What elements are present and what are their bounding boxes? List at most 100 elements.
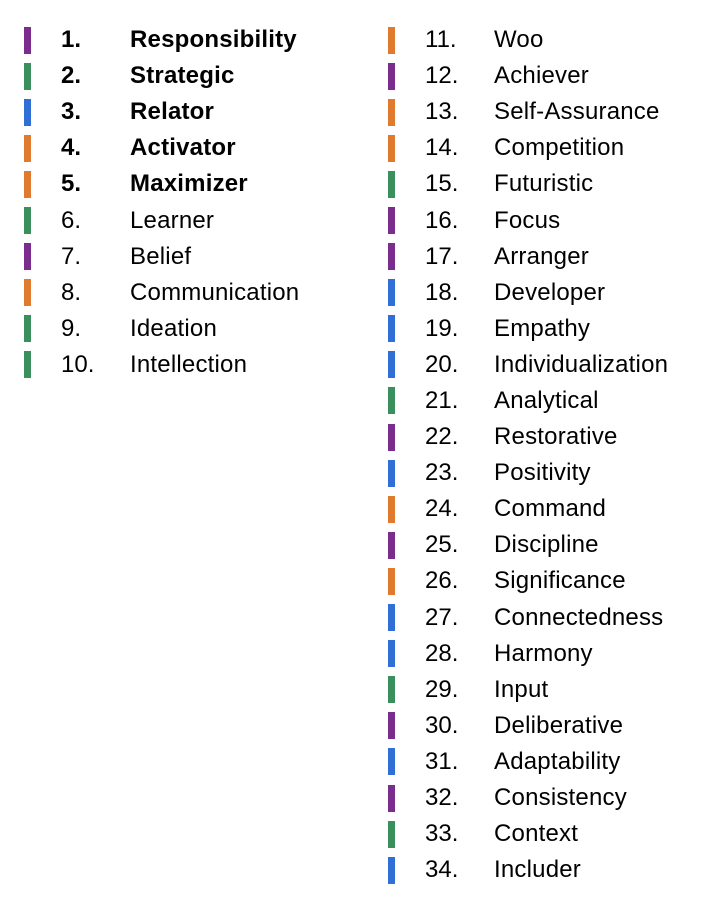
strength-row: 16.Focus [388, 202, 560, 238]
strength-row: 19. Empathy [388, 311, 590, 347]
category-color-bar [388, 820, 395, 848]
strength-name: Empathy [494, 314, 591, 342]
rank-number: 28. [425, 639, 459, 667]
rank-number: 23. [425, 459, 459, 487]
strength-name: Harmony [494, 639, 593, 667]
rank-number: 15. [425, 170, 459, 198]
strength-name: Strategic [130, 62, 235, 90]
strength-name: Deliberative [494, 711, 624, 739]
strength-row: 25.Discipline [388, 527, 599, 563]
category-color-bar [388, 640, 395, 668]
rank-number: 32. [425, 784, 459, 812]
category-color-bar [388, 748, 395, 776]
rank-number: 17. [425, 242, 459, 270]
strength-name: Responsibility [130, 26, 297, 54]
rank-number: 31. [425, 747, 459, 775]
strength-row: 11. Woo [388, 22, 543, 58]
strength-name: Learner [130, 206, 215, 234]
strength-name: Belief [130, 242, 192, 270]
rank-number: 34. [425, 856, 459, 884]
strength-row: 8. Communication [24, 275, 299, 311]
category-color-bar [388, 170, 395, 198]
category-color-bar [388, 459, 395, 487]
category-color-bar [388, 495, 395, 523]
strength-row: 22.Restorative [388, 419, 617, 455]
rank-number: 24. [425, 495, 459, 523]
strength-row: 24.Command [388, 491, 606, 527]
strength-row: 30. Deliberative [388, 708, 623, 744]
strength-row: 32.Consistency [388, 780, 627, 816]
category-color-bar [24, 279, 31, 307]
rank-number: 3. [61, 98, 82, 126]
category-color-bar [388, 243, 395, 271]
category-color-bar [24, 170, 31, 198]
strength-name: Individualization [494, 350, 669, 378]
category-color-bar [388, 26, 395, 54]
strength-name: Relator [130, 98, 215, 126]
rank-number: 2. [61, 62, 82, 90]
category-color-bar [388, 423, 395, 451]
rank-number: 19. [425, 314, 459, 342]
category-color-bar [388, 604, 395, 632]
strength-row: 17. Arranger [388, 239, 589, 275]
strength-row: 7.Belief [24, 239, 191, 275]
strength-name: Adaptability [494, 747, 621, 775]
strength-row: 33. Context [388, 816, 578, 852]
strength-name: Maximizer [130, 170, 248, 198]
strength-row: 1.Responsibility [24, 22, 297, 58]
rank-number: 21. [425, 386, 459, 414]
rank-number: 13. [425, 98, 459, 126]
rank-number: 8. [61, 278, 82, 306]
rank-number: 33. [425, 820, 459, 848]
rank-number: 25. [425, 531, 459, 559]
category-color-bar [388, 856, 395, 884]
rank-number: 16. [425, 206, 459, 234]
strength-name: Achiever [494, 62, 589, 90]
category-color-bar [24, 134, 31, 162]
strength-name: Input [494, 675, 549, 703]
strength-row: 21. Analytical [388, 383, 599, 419]
category-color-bar [388, 784, 395, 812]
strength-row: 5.Maximizer [24, 166, 248, 202]
strength-row: 20.Individualization [388, 347, 668, 383]
rank-number: 30. [425, 711, 459, 739]
strength-row: 18.Developer [388, 275, 605, 311]
rank-number: 14. [425, 134, 459, 162]
category-color-bar [388, 676, 395, 704]
category-color-bar [24, 62, 31, 90]
category-color-bar [24, 98, 31, 126]
strength-name: Connectedness [494, 603, 664, 631]
category-color-bar [388, 315, 395, 343]
strength-row: 31. Adaptability [388, 744, 620, 780]
strength-name: Significance [494, 567, 626, 595]
strength-name: Includer [494, 856, 581, 884]
strength-name: Self-Assurance [494, 98, 660, 126]
strength-row: 2. Strategic [24, 58, 234, 94]
strength-name: Context [494, 820, 579, 848]
category-color-bar [388, 279, 395, 307]
rank-number: 4. [61, 134, 82, 162]
strength-name: Developer [494, 278, 606, 306]
category-color-bar [388, 531, 395, 559]
category-color-bar [24, 243, 31, 271]
strength-row: 29.Input [388, 672, 548, 708]
strength-name: Arranger [494, 242, 589, 270]
strength-name: Analytical [494, 386, 599, 414]
strength-name: Competition [494, 134, 625, 162]
strength-name: Ideation [130, 314, 218, 342]
category-color-bar [388, 98, 395, 126]
rank-number: 9. [61, 314, 82, 342]
strength-row: 34. Includer [388, 852, 581, 888]
strength-row: 23.Positivity [388, 455, 590, 491]
strength-name: Communication [130, 278, 300, 306]
category-color-bar [24, 207, 31, 235]
strength-name: Activator [130, 134, 236, 162]
category-color-bar [388, 207, 395, 235]
strength-row: 13. Self-Assurance [388, 94, 659, 130]
strength-name: Woo [494, 26, 544, 54]
rank-number: 11. [425, 26, 457, 54]
category-color-bar [388, 387, 395, 415]
strength-row: 27.Connectedness [388, 600, 663, 636]
strength-row: 4. Activator [24, 130, 236, 166]
